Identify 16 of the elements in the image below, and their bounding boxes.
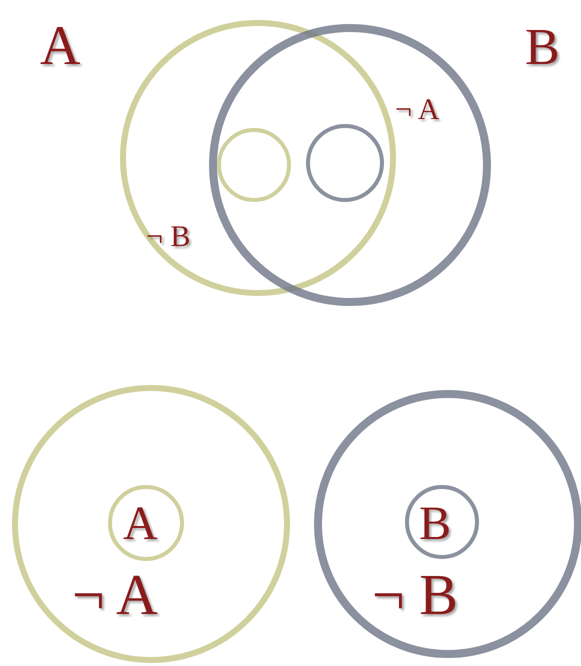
complement-circle [12,385,290,663]
set-circle [209,24,491,306]
set-circle [405,485,479,559]
set-label: ¬ B [146,222,190,252]
set-label: ¬ B [372,566,458,624]
set-name: A [40,18,80,74]
subset-circle [306,124,384,202]
set-label: ¬ A [395,95,440,125]
set-label: B [419,500,452,548]
set-label: A [123,500,158,548]
complement-circle [314,390,581,658]
set-label: ¬ A [72,566,158,624]
subset-circle [217,128,291,202]
set-name: B [525,22,560,74]
set-circle [108,485,184,561]
set-circle [120,20,396,296]
